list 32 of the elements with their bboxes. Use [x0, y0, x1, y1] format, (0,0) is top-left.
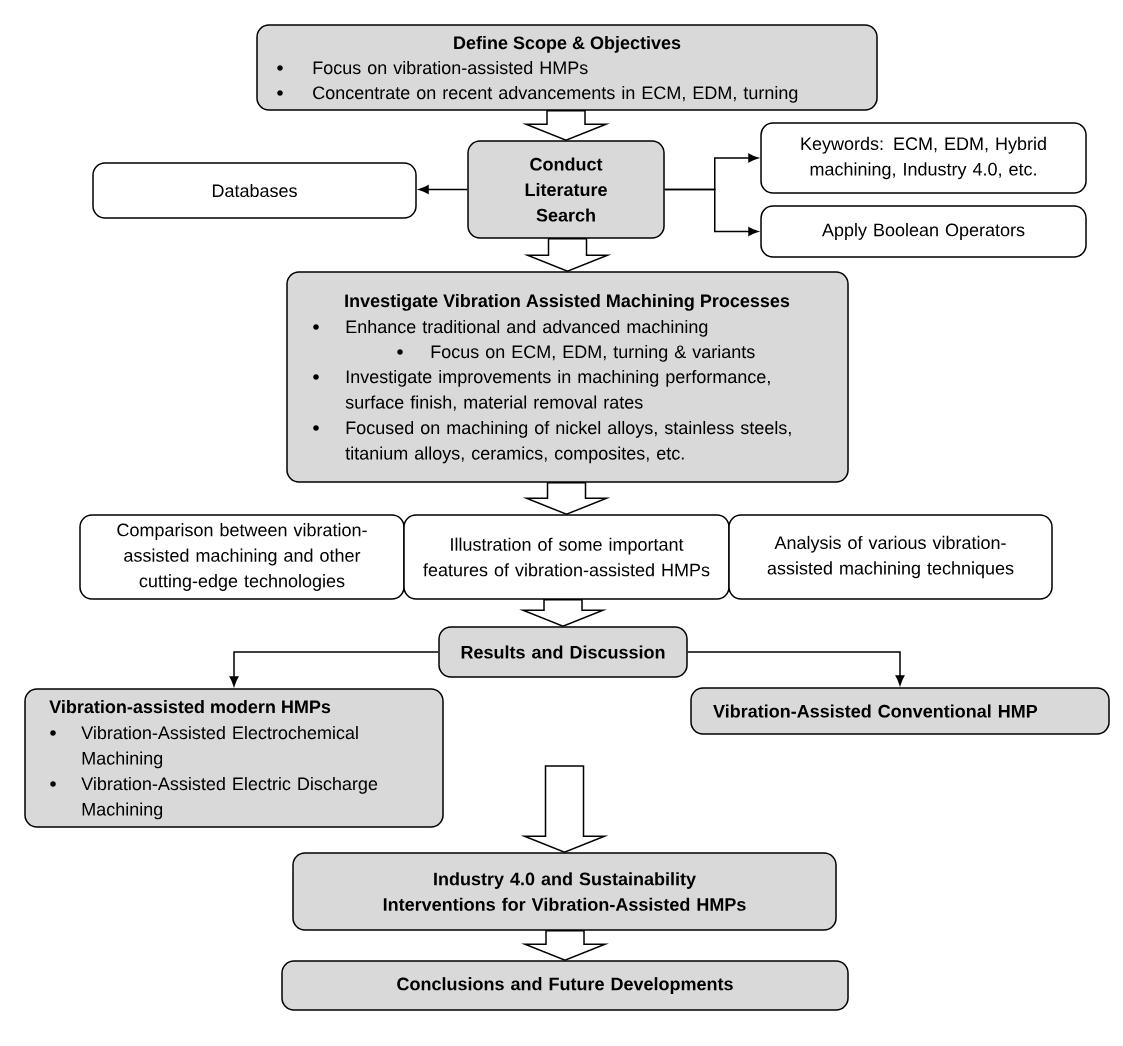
info-box: Databases — [92, 162, 417, 219]
bullet-text: Focused on machining of nickel alloys, stainless steels, titanium alloys, ceramics, composites, etc. — [345, 420, 791, 464]
process-box: Conclusions and Future Developments — [281, 960, 849, 1011]
info-box: Keywords: ECM, EDM, Hybrid machining, Industry 4.0, etc. — [760, 122, 1087, 194]
process-box: Vibration-Assisted Conventional HMP — [690, 687, 1110, 735]
bullet-text: Focus on vibration-assisted HMPs — [313, 60, 588, 75]
process-box: Results and Discussion — [438, 626, 688, 678]
info-box: Apply Boolean Operators — [760, 205, 1087, 258]
arrow — [418, 185, 468, 194]
block-arrow — [523, 238, 612, 273]
bullet-text: Investigate improvements in machining performance, surface finish, material removal rates — [345, 369, 770, 411]
arrow — [664, 188, 759, 236]
bullet-text: Vibration-Assisted Electrochemical Machining — [81, 725, 358, 769]
process-box: Conduct Literature Search — [467, 140, 665, 239]
bullet-text: Focus on ECM, EDM, turning & variants — [431, 344, 755, 362]
info-box: Analysis of various vibration-assisted machining techniques — [728, 514, 1053, 600]
bullet-text: Concentrate on recent advancements in ECM, EDM, turning — [313, 85, 798, 103]
bullet-text: Enhance traditional and advanced machining — [346, 319, 708, 337]
info-box: Illustration of some important features of vibration-assisted HMPs — [403, 514, 730, 600]
arrow — [687, 651, 905, 686]
process-box: Industry 4.0 and Sustainability Interventions for Vibration-Assisted HMPs — [292, 852, 837, 931]
box-heading: Define Scope & Objectives — [454, 35, 681, 53]
bullet-text: Vibration-Assisted Electric Discharge Machining — [81, 776, 378, 820]
block-arrow — [519, 599, 607, 628]
block-arrow — [520, 765, 609, 854]
block-arrow — [522, 482, 611, 516]
box-heading: Vibration-assisted modern HMPs — [49, 699, 331, 714]
box-heading: Investigate Vibration Assisted Machining Processes — [345, 293, 790, 311]
arrow — [229, 651, 439, 687]
info-box: Comparison between vibration-assisted machining and other cutting-edge technologies — [79, 514, 405, 600]
block-arrow — [522, 110, 610, 142]
block-arrow — [521, 930, 609, 962]
